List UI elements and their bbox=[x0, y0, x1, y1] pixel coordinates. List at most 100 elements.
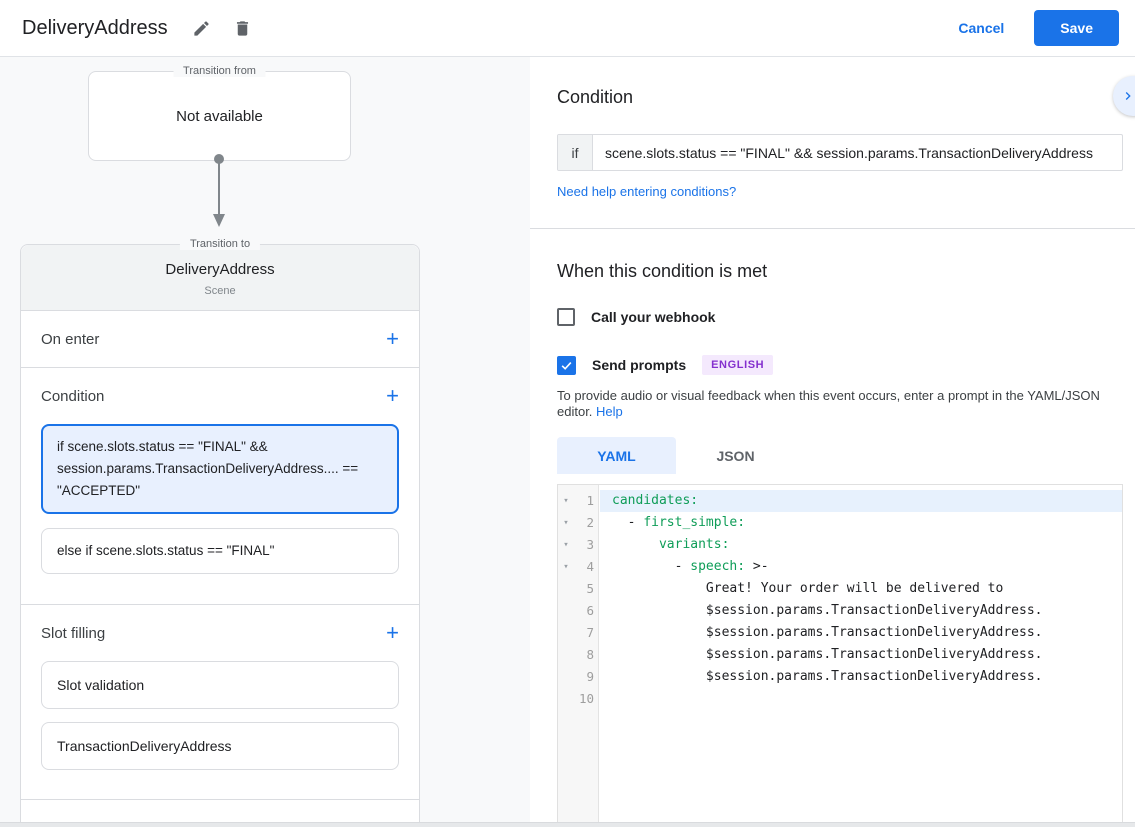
line-number: 6 bbox=[586, 603, 594, 618]
code-line-content[interactable]: $session.params.TransactionDeliveryAddre… bbox=[612, 669, 1043, 684]
line-number: 8 bbox=[586, 647, 594, 662]
save-button[interactable]: Save bbox=[1034, 10, 1119, 46]
slot-filling-row[interactable]: Slot filling + bbox=[21, 605, 419, 661]
condition-card[interactable]: if scene.slots.status == "FINAL" && sess… bbox=[41, 424, 399, 514]
condition-card[interactable]: else if scene.slots.status == "FINAL" bbox=[41, 528, 399, 574]
webhook-checkbox[interactable] bbox=[557, 308, 575, 326]
webhook-checkbox-row[interactable]: Call your webhook bbox=[557, 308, 1123, 326]
scene-name: DeliveryAddress bbox=[165, 261, 275, 278]
fold-spacer bbox=[558, 600, 574, 622]
add-slot-button[interactable]: + bbox=[386, 620, 399, 645]
flow-diagram-pane: Transition from Not available Transition… bbox=[0, 57, 530, 827]
editor-line: 9 $session.params.TransactionDeliveryAdd… bbox=[558, 666, 1122, 688]
delete-scene-button[interactable] bbox=[229, 15, 256, 42]
section-condition: Condition + if scene.slots.status == "FI… bbox=[21, 367, 419, 604]
condition-detail-pane: Condition if scene.slots.status == "FINA… bbox=[530, 57, 1135, 827]
transition-to-label: Transition to bbox=[179, 238, 261, 250]
fold-arrow-icon[interactable]: ▾ bbox=[563, 540, 569, 550]
transition-from-box: Transition from Not available bbox=[88, 65, 351, 161]
line-number: 9 bbox=[586, 669, 594, 684]
line-number: 7 bbox=[586, 625, 594, 640]
edit-scene-button[interactable] bbox=[188, 15, 215, 42]
condition-met-title: When this condition is met bbox=[557, 261, 768, 281]
add-condition-button[interactable]: + bbox=[386, 383, 399, 408]
editor-line: ▾ 3 variants: bbox=[558, 534, 1122, 556]
trash-icon bbox=[233, 19, 252, 38]
code-line-content[interactable]: $session.params.TransactionDeliveryAddre… bbox=[612, 647, 1043, 662]
code-line-content[interactable]: Great! Your order will be delivered to bbox=[612, 581, 1004, 596]
editor-line: 10 bbox=[558, 688, 1122, 710]
slot-card[interactable]: Slot validation bbox=[41, 661, 399, 709]
cancel-button[interactable]: Cancel bbox=[958, 20, 1005, 36]
condition-section: Condition if scene.slots.status == "FINA… bbox=[530, 57, 1135, 229]
line-number: 5 bbox=[586, 581, 594, 596]
send-prompts-label: Send prompts bbox=[592, 357, 687, 373]
bottom-edge-strip bbox=[0, 822, 1135, 827]
fold-arrow-icon[interactable]: ▾ bbox=[563, 518, 569, 528]
scene-card-header[interactable]: DeliveryAddress Scene bbox=[21, 245, 419, 311]
line-number: 10 bbox=[578, 691, 594, 706]
editor-line: 7 $session.params.TransactionDeliveryAdd… bbox=[558, 622, 1122, 644]
line-number: 3 bbox=[586, 537, 594, 552]
condition-met-section: When this condition is met Call your web… bbox=[530, 229, 1135, 825]
transition-from-value: Not available bbox=[176, 108, 263, 125]
scene-type: Scene bbox=[204, 285, 236, 297]
send-prompts-checkbox[interactable] bbox=[557, 355, 576, 375]
condition-row[interactable]: Condition + bbox=[21, 368, 419, 424]
line-number: 2 bbox=[586, 515, 594, 530]
fold-arrow-icon[interactable]: ▾ bbox=[563, 562, 569, 572]
main-content: Transition from Not available Transition… bbox=[0, 57, 1135, 827]
webhook-label: Call your webhook bbox=[591, 309, 716, 325]
flow-arrow bbox=[213, 154, 225, 227]
code-line-content[interactable]: variants: bbox=[658, 537, 730, 552]
on-enter-label: On enter bbox=[41, 330, 100, 348]
add-on-enter-button[interactable]: + bbox=[386, 326, 399, 351]
condition-expression-input[interactable]: scene.slots.status == "FINAL" && session… bbox=[605, 144, 1093, 161]
chevron-right-icon bbox=[1120, 88, 1135, 104]
code-line-content[interactable]: candidates: bbox=[600, 490, 1122, 512]
fold-arrow-icon[interactable]: ▾ bbox=[563, 496, 569, 506]
conditions-help-link[interactable]: Need help entering conditions? bbox=[557, 184, 737, 199]
slot-filling-label: Slot filling bbox=[41, 624, 106, 642]
editor-line: 5 Great! Your order will be delivered to bbox=[558, 578, 1122, 600]
fold-spacer bbox=[558, 688, 574, 710]
editor-gutter bbox=[558, 485, 599, 824]
condition-expression-field[interactable]: if scene.slots.status == "FINAL" && sess… bbox=[557, 134, 1123, 171]
fold-spacer bbox=[558, 666, 574, 688]
slot-card[interactable]: TransactionDeliveryAddress bbox=[41, 722, 399, 770]
send-prompts-checkbox-row[interactable]: Send prompts ENGLISH bbox=[557, 355, 1123, 375]
condition-cards: if scene.slots.status == "FINAL" && sess… bbox=[21, 424, 419, 604]
page-title: DeliveryAddress bbox=[22, 16, 168, 39]
tab-json[interactable]: JSON bbox=[716, 447, 755, 464]
fold-spacer bbox=[558, 622, 574, 644]
code-line-content[interactable]: - speech: >- bbox=[612, 559, 769, 574]
add-custom-intent-button[interactable]: + bbox=[386, 817, 399, 827]
tab-yaml[interactable]: YAML bbox=[557, 437, 676, 474]
collapse-panel-button[interactable] bbox=[1113, 76, 1135, 116]
pencil-icon bbox=[192, 19, 211, 38]
section-on-enter: On enter + bbox=[21, 311, 419, 367]
top-bar: DeliveryAddress Cancel Save bbox=[0, 0, 1135, 57]
code-line-content[interactable]: $session.params.TransactionDeliveryAddre… bbox=[612, 603, 1043, 618]
code-line-content[interactable]: $session.params.TransactionDeliveryAddre… bbox=[612, 625, 1043, 640]
prompts-description-text: To provide audio or visual feedback when… bbox=[557, 388, 1100, 419]
fold-spacer bbox=[558, 578, 574, 600]
code-line-content[interactable] bbox=[600, 688, 1122, 710]
on-enter-row[interactable]: On enter + bbox=[21, 311, 419, 367]
if-prefix: if bbox=[558, 135, 593, 170]
code-line-content[interactable]: - first_simple: bbox=[612, 515, 746, 530]
language-badge: ENGLISH bbox=[702, 355, 774, 375]
prompts-help-link[interactable]: Help bbox=[596, 404, 623, 419]
condition-label: Condition bbox=[41, 387, 105, 405]
prompts-description: To provide audio or visual feedback when… bbox=[557, 388, 1117, 420]
editor-line: ▾4 - speech: >- bbox=[558, 556, 1122, 578]
transition-from-label: Transition from bbox=[173, 65, 266, 77]
editor-line: 8 $session.params.TransactionDeliveryAdd… bbox=[558, 644, 1122, 666]
editor-line: ▾ 2 - first_simple: bbox=[558, 512, 1122, 534]
